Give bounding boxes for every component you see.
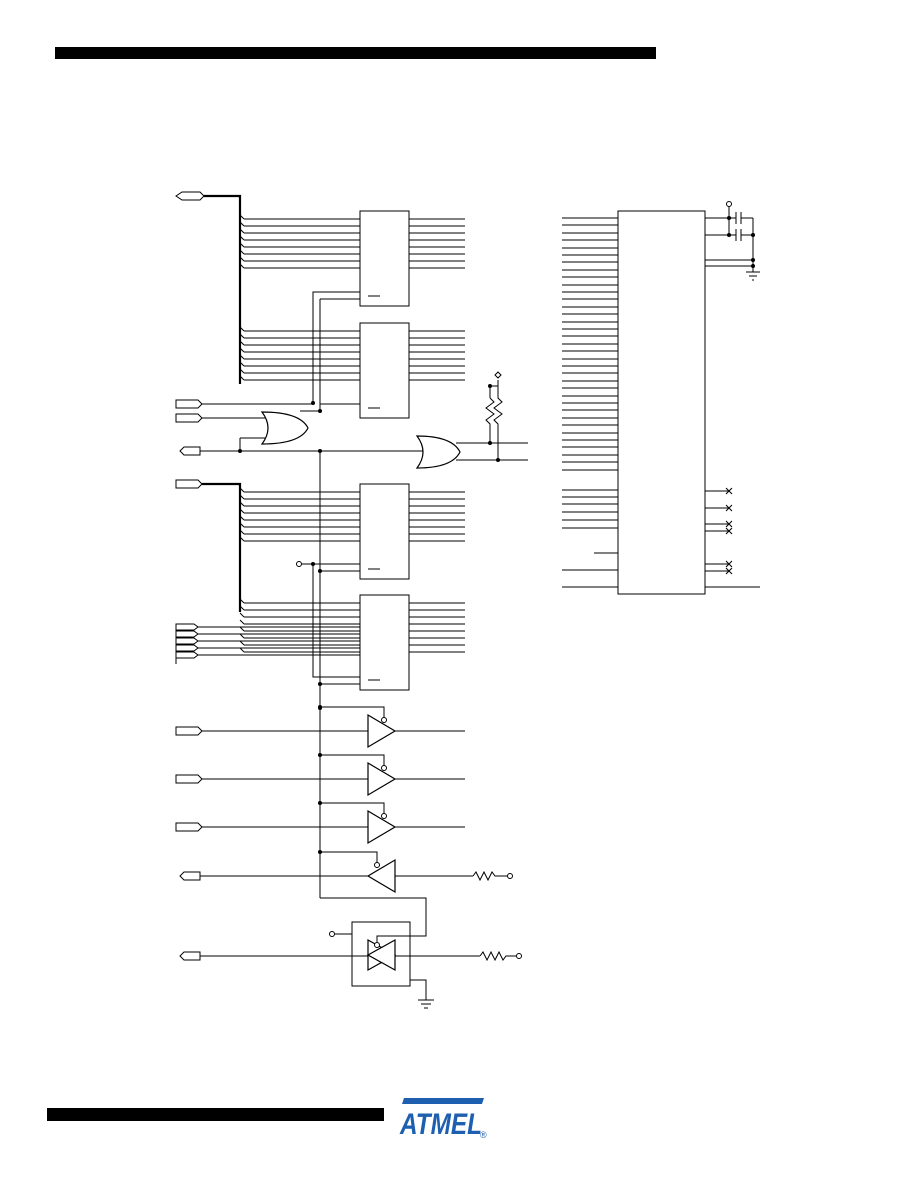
bus-tap xyxy=(239,333,245,339)
bus-tap xyxy=(239,619,245,625)
or-gate-inputs xyxy=(175,399,320,451)
bus-tap xyxy=(239,242,245,248)
bus-tap xyxy=(239,536,245,542)
port-input-small xyxy=(175,637,199,645)
port-in-a xyxy=(175,399,203,409)
bus-tap xyxy=(239,354,245,360)
decoupling-capacitors xyxy=(705,201,760,281)
enable-line xyxy=(320,706,385,718)
buffer-triangle xyxy=(366,858,396,894)
footer-rule xyxy=(47,1108,384,1121)
bus-tap xyxy=(239,633,245,639)
port-input-small xyxy=(175,644,199,652)
port-buffer-in xyxy=(175,822,203,832)
bus-tap xyxy=(239,598,245,604)
output-buffer-block xyxy=(179,897,522,1009)
bus-tap xyxy=(239,347,245,353)
no-connect-mark xyxy=(725,560,733,568)
atmel-logo: ATMEL ® xyxy=(399,1098,487,1141)
latch-chip-4 xyxy=(239,594,465,691)
port-buffer-out xyxy=(179,871,201,881)
port-buffer-in xyxy=(175,726,203,736)
buffer-triangle xyxy=(367,713,397,749)
latch-chip-2 xyxy=(239,322,465,419)
buffer-triangle xyxy=(367,809,397,845)
bus-tap xyxy=(239,508,245,514)
bus-tap xyxy=(239,361,245,367)
bus-tap xyxy=(239,487,245,493)
port-input-small xyxy=(175,651,199,659)
logo-wordmark: ATMEL xyxy=(399,1108,482,1141)
bus-tap xyxy=(239,375,245,381)
bus-tap xyxy=(239,256,245,262)
bus-tap xyxy=(239,605,245,611)
bus-tap xyxy=(239,515,245,521)
no-connect-mark xyxy=(725,527,733,535)
port-input-small xyxy=(175,623,199,631)
junction-dot xyxy=(318,706,322,710)
series-resistor xyxy=(472,870,507,882)
enable-line xyxy=(320,754,385,766)
enable-bubble xyxy=(381,717,387,723)
bus-tap xyxy=(239,494,245,500)
terminal xyxy=(507,873,513,879)
or-gate-1 xyxy=(260,411,309,445)
buffer-array xyxy=(175,705,513,894)
enable-line xyxy=(320,802,385,814)
bus-tap xyxy=(239,647,245,653)
bus-tap xyxy=(239,529,245,535)
latch-control-wires-lower xyxy=(296,561,360,686)
no-connect-mark xyxy=(725,504,733,512)
port-bus-in-upper xyxy=(175,191,205,201)
bus-tap xyxy=(239,235,245,241)
or-gate-2 xyxy=(415,435,461,469)
or-gate-2-group xyxy=(415,371,528,469)
bus-tap xyxy=(239,368,245,374)
bus-tap xyxy=(239,501,245,507)
no-connect-mark xyxy=(725,567,733,575)
buffer-triangle xyxy=(367,761,397,797)
bus-tap xyxy=(239,326,245,332)
bus-tap xyxy=(239,626,245,632)
bus-tap xyxy=(239,612,245,618)
input-port-cluster xyxy=(175,623,360,664)
bus-tap xyxy=(239,340,245,346)
port-in-b xyxy=(175,413,203,423)
enable-bubble xyxy=(381,765,387,771)
header-rule xyxy=(55,47,656,59)
bus-tap xyxy=(239,263,245,269)
port-buffer-in xyxy=(175,774,203,784)
memory-chip xyxy=(562,210,760,595)
latch-chip-1 xyxy=(239,210,465,307)
port-bus-in-lower xyxy=(175,479,203,489)
port-input-small xyxy=(175,630,199,638)
no-connect-mark xyxy=(725,487,733,495)
no-connect-mark xyxy=(725,520,733,528)
latch-chip-3 xyxy=(239,483,465,580)
latch-control-wires-upper xyxy=(311,291,360,413)
bus-tap xyxy=(239,640,245,646)
bus-tap xyxy=(239,221,245,227)
bus-tap xyxy=(239,249,245,255)
enable-bubble xyxy=(381,813,387,819)
bus-tap xyxy=(239,214,245,220)
bus-tap xyxy=(239,228,245,234)
port-out-upper xyxy=(179,446,201,456)
bus-group-lower xyxy=(175,479,242,612)
or-output-line xyxy=(179,446,428,898)
enable-bubble xyxy=(374,862,380,868)
enable-line xyxy=(320,851,378,863)
bus-group-upper xyxy=(175,191,242,384)
bus-tap xyxy=(239,522,245,528)
logo-registered-mark: ® xyxy=(480,1130,487,1140)
